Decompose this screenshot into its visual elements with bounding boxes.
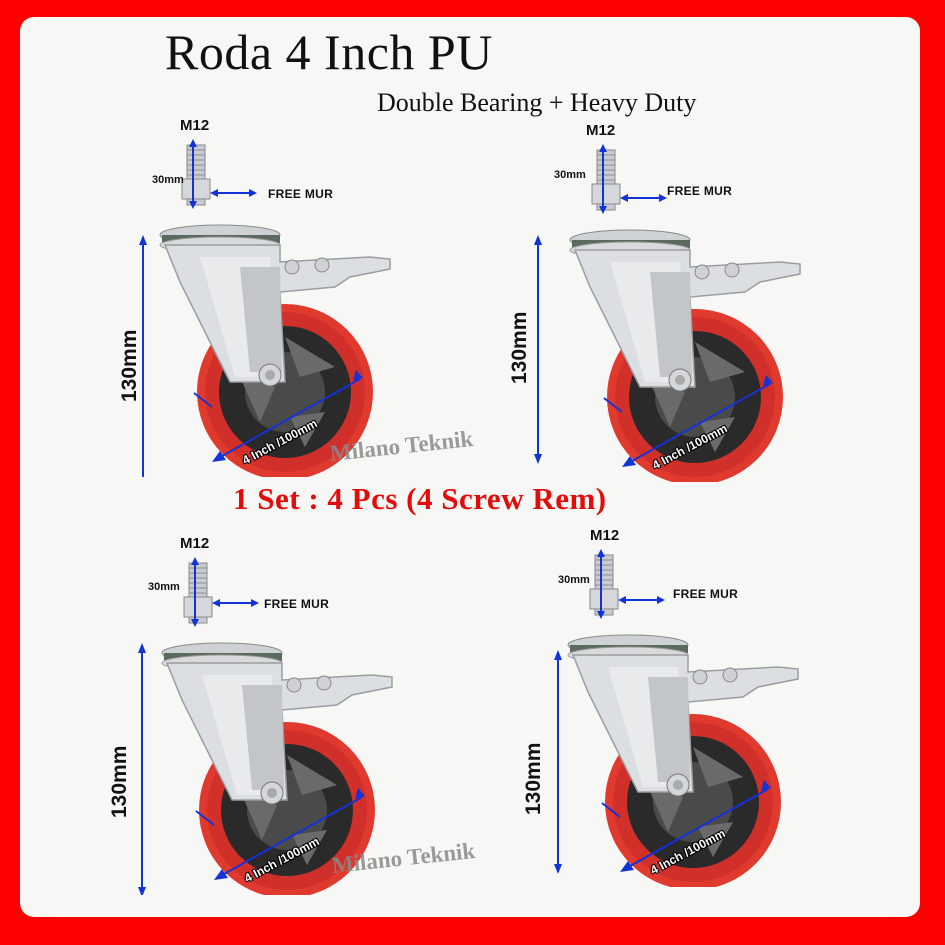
thread-size-label: M12 <box>590 527 620 544</box>
caster-wheel-illustration <box>554 549 799 887</box>
product-title: Roda 4 Inch PU <box>165 24 493 80</box>
caster-bottom-right: M12 30mm FREE MUR 130mm 4 Inch /100mm <box>498 527 898 887</box>
free-nut-label: FREE MUR <box>673 587 739 601</box>
thread-length-label: 30mm <box>558 574 590 586</box>
thread-length-label: 30mm <box>152 174 184 186</box>
product-image-canvas: Roda 4 Inch PU Double Bearing + Heavy Du… <box>20 17 920 917</box>
free-nut-label: FREE MUR <box>667 184 733 198</box>
caster-wheel-illustration <box>139 139 391 477</box>
caster-wheel-illustration <box>138 557 393 895</box>
caster-wheel-illustration <box>534 144 801 482</box>
height-label: 130mm <box>118 329 141 402</box>
height-label: 130mm <box>508 311 531 384</box>
thread-size-label: M12 <box>586 122 616 139</box>
thread-length-label: 30mm <box>148 581 180 593</box>
height-label: 130mm <box>108 745 131 818</box>
caster-bottom-left: M12 30mm FREE MUR 130mm 4 Inch /100mm <box>92 535 492 895</box>
set-quantity-text: 1 Set : 4 Pcs (4 Screw Rem) <box>233 481 607 516</box>
free-nut-label: FREE MUR <box>268 187 334 201</box>
caster-top-right: M12 30mm FREE MUR 130mm 4 Inch /100mm <box>500 122 900 482</box>
product-subtitle: Double Bearing + Heavy Duty <box>377 88 697 117</box>
caster-top-left: M12 30mm FREE MUR 130mm 4 Inch /100mm <box>90 117 490 477</box>
thread-size-label: M12 <box>180 535 210 552</box>
free-nut-label: FREE MUR <box>264 597 330 611</box>
height-label: 130mm <box>522 742 545 815</box>
thread-length-label: 30mm <box>554 169 586 181</box>
thread-size-label: M12 <box>180 117 210 134</box>
